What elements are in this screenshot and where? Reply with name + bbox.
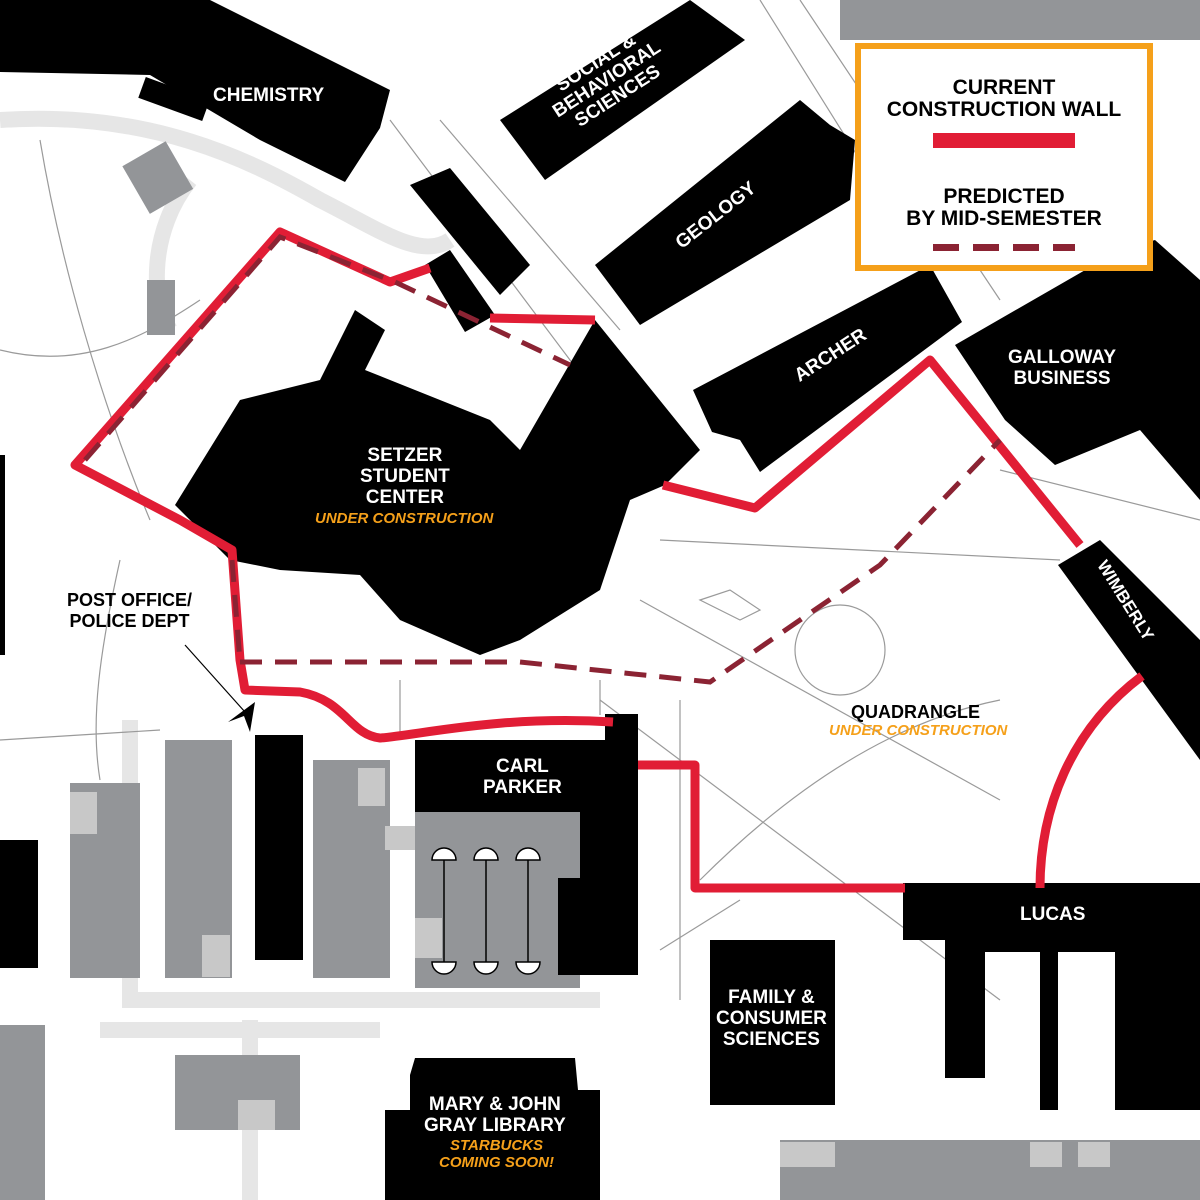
label-line: BUSINESS <box>1013 368 1111 389</box>
legend-current-line2: CONSTRUCTION WALL <box>886 98 1122 121</box>
legend-predicted-line2: BY MID-SEMESTER <box>906 207 1102 230</box>
legend-current-line1: CURRENT <box>952 76 1056 99</box>
building-social-behavioral-sciences[interactable] <box>500 0 745 180</box>
label-line: SETZER <box>367 445 443 466</box>
label-line: COMING SOON! <box>439 1154 554 1171</box>
quadrangle-status: UNDER CONSTRUCTION <box>829 722 1008 739</box>
carl-parker-arches <box>431 847 541 975</box>
building-setzer-student-center[interactable] <box>175 310 700 655</box>
building-wimberly[interactable] <box>1058 540 1200 760</box>
building-family-consumer-sciences[interactable] <box>710 940 835 1105</box>
current-construction-wall <box>70 227 1145 893</box>
building-annex-north[interactable] <box>410 168 530 295</box>
label-chemistry: CHEMISTRY <box>213 85 325 106</box>
building-archer[interactable] <box>693 265 962 472</box>
label-line: STUDENT <box>360 466 450 487</box>
building-gray-library[interactable] <box>385 1058 600 1200</box>
label-line: CONSUMER <box>716 1008 827 1029</box>
label-line: FAMILY & <box>728 987 815 1008</box>
building-chemistry[interactable] <box>0 0 390 182</box>
label-line: SCIENCES <box>722 1029 820 1050</box>
building-geology[interactable] <box>595 100 855 325</box>
building-post-office[interactable] <box>255 735 303 960</box>
label-line: MARY & JOHN <box>428 1094 561 1115</box>
library-note: STARBUCKS COMING SOON! <box>439 1137 554 1171</box>
legend-dashed-swatch <box>933 244 1075 251</box>
label-line: GRAY LIBRARY <box>424 1115 566 1136</box>
predicted-construction-wall <box>83 234 1002 685</box>
label-carl-parker: CARL PARKER <box>483 756 562 798</box>
label-line: CENTER <box>365 487 444 508</box>
label-line: PARKER <box>483 777 562 798</box>
label-setzer: SETZER STUDENT CENTER <box>360 445 450 508</box>
building-annex-small[interactable] <box>425 250 495 332</box>
setzer-status: UNDER CONSTRUCTION <box>315 510 494 527</box>
label-line: POLICE DEPT <box>69 611 190 631</box>
label-galloway-business: GALLOWAY BUSINESS <box>1008 347 1116 389</box>
arrow-icon <box>228 702 255 732</box>
building-galloway-business[interactable] <box>955 240 1200 500</box>
label-lucas: LUCAS <box>1020 904 1086 925</box>
label-post-office: POST OFFICE/ POLICE DEPT <box>67 590 192 632</box>
label-line: CARL <box>496 756 549 777</box>
label-line: GALLOWAY <box>1008 347 1117 368</box>
label-line: STARBUCKS <box>449 1137 544 1154</box>
legend-solid-swatch <box>933 133 1075 148</box>
label-line: POST OFFICE/ <box>67 590 193 610</box>
post-office-pointer <box>184 644 255 732</box>
label-quadrangle: QUADRANGLE <box>851 702 980 722</box>
legend-predicted-line1: PREDICTED <box>943 185 1065 208</box>
annex-highlights <box>70 768 1110 1167</box>
label-gray-library: MARY & JOHN GRAY LIBRARY <box>424 1094 566 1136</box>
building-lucas[interactable] <box>903 883 1200 1110</box>
legend: CURRENT CONSTRUCTION WALL PREDICTED BY M… <box>855 43 1153 271</box>
label-family-consumer-sciences: FAMILY & CONSUMER SCIENCES <box>716 987 827 1050</box>
building-carl-parker[interactable] <box>415 714 638 975</box>
